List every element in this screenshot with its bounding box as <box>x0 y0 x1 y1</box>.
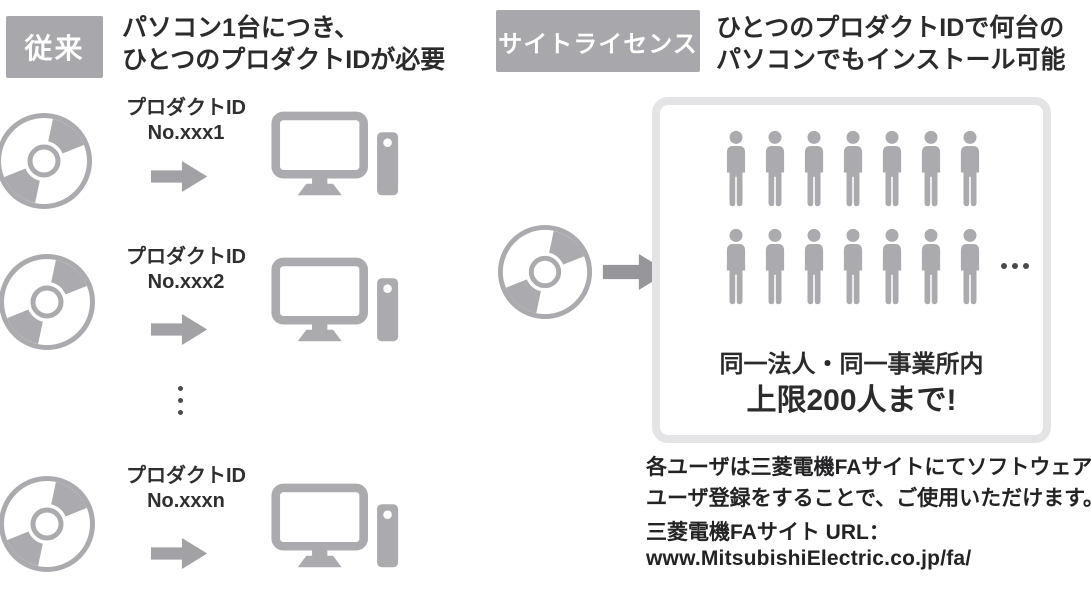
box-caption-scope: 同一法人・同一事業所内 <box>719 351 984 378</box>
fa-site-url-label: 三菱電機FAサイト URL： <box>646 521 890 544</box>
arrow-right-icon <box>151 159 208 194</box>
person-icon <box>879 130 905 208</box>
computer-icon <box>270 257 400 351</box>
arrow-right-icon <box>151 536 208 571</box>
person-icon <box>801 130 827 208</box>
product-id-label: プロダクトID No.xxx2 <box>116 245 256 295</box>
person-icon <box>762 130 788 208</box>
product-id-title: プロダクトID <box>126 465 246 487</box>
site-license-heading: ひとつのプロダクトIDで何台の パソコンでもインストール可能 <box>716 12 1066 76</box>
product-id-title: プロダクトID <box>126 246 246 268</box>
person-icon <box>957 130 983 208</box>
product-id-label: プロダクトID No.xxx1 <box>116 96 256 146</box>
person-icon <box>840 228 866 306</box>
ellipsis-dot <box>1001 263 1007 269</box>
computer-icon <box>270 111 400 205</box>
people-row <box>723 228 983 306</box>
person-icon <box>723 130 749 208</box>
conventional-heading-line1: パソコン1台につき、 <box>122 14 360 42</box>
cd-disc-icon <box>0 111 94 211</box>
conventional-label: 従来 <box>6 16 103 78</box>
registration-note-line1: 各ユーザは三菱電機FAサイトにてソフトウェア <box>646 456 1091 479</box>
cd-disc-icon <box>0 252 97 352</box>
fa-site-url: www.MitsubishiElectric.co.jp/fa/ <box>646 547 972 570</box>
ellipsis-dot <box>1012 263 1018 269</box>
person-icon <box>918 228 944 306</box>
ellipsis-dot <box>178 398 183 403</box>
person-icon <box>840 130 866 208</box>
product-id-number: No.xxx1 <box>147 122 225 144</box>
ellipsis-dot <box>178 386 183 391</box>
vertical-ellipsis <box>178 386 183 415</box>
computer-icon <box>270 483 400 577</box>
site-license-label: サイトライセンス <box>496 10 700 72</box>
registration-note-line2: ユーザ登録をすることで、ご使用いただけます。 <box>646 487 1091 510</box>
box-caption-limit: 上限200人まで! <box>746 384 957 417</box>
arrow-right-icon <box>151 312 208 347</box>
product-id-title: プロダクトID <box>126 97 246 119</box>
ellipsis-dot <box>178 410 183 415</box>
conventional-heading: パソコン1台につき、 ひとつのプロダクトIDが必要 <box>122 12 445 76</box>
cd-disc-icon <box>0 474 97 574</box>
person-icon <box>879 228 905 306</box>
person-icon <box>957 228 983 306</box>
site-license-heading-line1: ひとつのプロダクトIDで何台の <box>716 14 1065 42</box>
product-id-label: プロダクトID No.xxxn <box>116 464 256 514</box>
person-icon <box>762 228 788 306</box>
conventional-heading-line2: ひとつのプロダクトIDが必要 <box>122 46 446 74</box>
people-row <box>723 130 983 208</box>
site-license-heading-line2: パソコンでもインストール可能 <box>716 46 1066 74</box>
more-users-ellipsis <box>1001 263 1029 269</box>
product-id-number: No.xxx2 <box>147 271 225 293</box>
ellipsis-dot <box>1023 263 1029 269</box>
person-icon <box>801 228 827 306</box>
cd-disc-icon <box>496 223 594 321</box>
product-id-number: No.xxxn <box>147 490 225 512</box>
person-icon <box>918 130 944 208</box>
person-icon <box>723 228 749 306</box>
